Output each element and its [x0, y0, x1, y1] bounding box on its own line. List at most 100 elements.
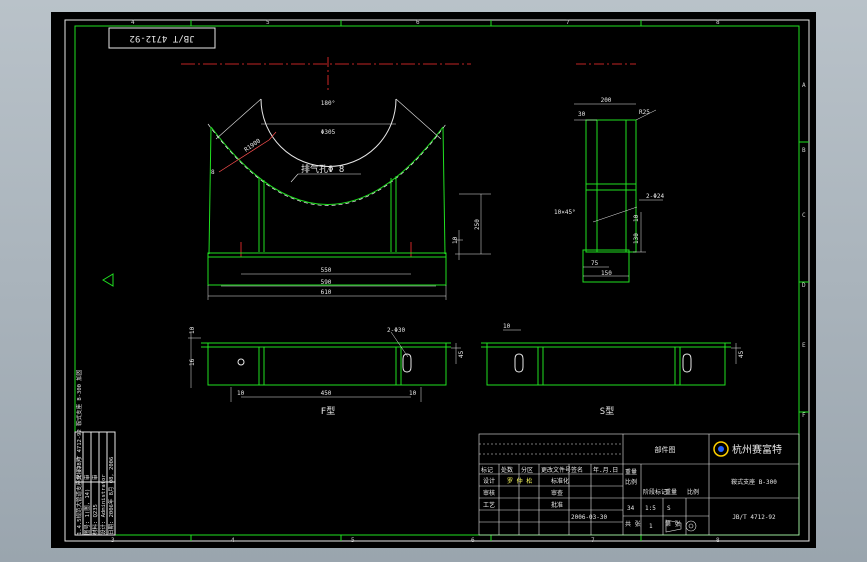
border-mark-right-5: E [802, 342, 806, 349]
side-dim-weld: 2-Φ24 [646, 193, 664, 200]
plan-f-dim-10: 10 [189, 326, 196, 334]
front-view [181, 57, 491, 300]
company-name: 杭州赛富特 [732, 443, 782, 456]
tb-check: 审核 [483, 489, 495, 497]
tb-weight: 34 [627, 505, 635, 512]
tb-header-2: 处数 [501, 466, 513, 474]
border-mark-top-2: 5 [266, 19, 270, 26]
border-mark-right-2: B [802, 147, 806, 154]
dim-width-2: 590 [321, 279, 332, 286]
border-mark-top-5: 8 [716, 19, 720, 26]
company-logo [713, 441, 729, 457]
tb-sheet-title: 部件图 [655, 445, 676, 454]
border-mark-bottom-6: 8 [716, 537, 720, 544]
cad-drawing: 4 5 6 7 8 A B C D E F 3 4 5 6 7 8 JB/T 4… [64, 19, 810, 544]
inner-border [74, 25, 800, 536]
left-stamp-3: 审 [91, 474, 99, 480]
plan-f-dim-10b: 10 [409, 390, 417, 397]
plan-view-s [481, 329, 741, 386]
left-note-3: 材料: Q235 [91, 504, 99, 535]
tb-stage-value: S [667, 505, 671, 512]
center-mark-icon [102, 273, 114, 287]
tb-stage-2: 重量 [665, 488, 677, 496]
tb-header-6: 年.月.日 [593, 466, 618, 474]
tb-header-3: 分区 [521, 466, 533, 474]
left-note-4: 设计: Administrator [99, 474, 107, 535]
border-mark-bottom-3: 5 [351, 537, 355, 544]
code-box [108, 27, 216, 49]
tb-weight-label: 重量 [625, 468, 637, 476]
tb-design-name: 罗 仲 松 [507, 477, 532, 485]
projection-symbol-icon [665, 519, 697, 533]
tb-stage-1: 阶段标记 [643, 488, 667, 496]
side-dim-b2: 150 [601, 270, 612, 277]
sheet-frame [64, 19, 810, 542]
side-dim-b1: 75 [591, 260, 599, 267]
tb-rev-label: 第 张 [665, 520, 681, 528]
dim-radius: R1900 [243, 137, 262, 153]
left-note-5: 日期: 2006年 8月 08, 2006 [107, 457, 115, 535]
tb-scale: 1:5 [645, 505, 656, 512]
tb-approve: 批准 [551, 501, 563, 509]
side-dim-left: 30 [578, 111, 586, 118]
side-dim-top: 200 [601, 97, 612, 104]
tb-std-check: 标准化 [551, 477, 569, 485]
border-mark-bottom-4: 6 [471, 537, 475, 544]
plan-f-dim-16: 16 [189, 358, 196, 366]
border-mark-top-4: 7 [566, 19, 570, 26]
dim-angle: 180° [321, 100, 335, 107]
tb-header-5: 签名 [571, 466, 583, 474]
side-dim-v2: 130 [633, 233, 640, 244]
tb-part-name: 鞍式支座 B-300 [731, 478, 777, 486]
border-mark-bottom-1: 3 [111, 537, 115, 544]
border-mark-bottom-2: 4 [231, 537, 235, 544]
drawing-canvas[interactable]: 4 5 6 7 8 A B C D E F 3 4 5 6 7 8 JB/T 4… [51, 12, 816, 548]
plan-f-dim-45: 45 [458, 350, 465, 358]
plan-f-dim-10a: 10 [237, 390, 245, 397]
dim-width-3: 610 [321, 289, 332, 296]
side-view [574, 63, 663, 283]
border-mark-top-3: 6 [416, 19, 420, 26]
side-dim-v1: 10 [633, 214, 640, 222]
tb-header-1: 标记 [481, 466, 493, 474]
title-block [478, 433, 800, 536]
tb-process: 工艺 [483, 501, 495, 509]
border-mark-right-1: A [802, 82, 806, 89]
left-stamp-2: 审 [83, 474, 91, 480]
left-notes-strip [74, 431, 116, 536]
tb-design-label: 设计 [483, 477, 495, 485]
tb-standard-no: JB/T 4712-92 [732, 514, 776, 521]
tb-audit: 审查 [551, 489, 563, 497]
tb-sheet-count: 1 [649, 523, 653, 530]
dim-inner-dia: Φ305 [321, 129, 336, 136]
dim-height: 250 [474, 219, 481, 230]
dim-thickness: 10 [452, 236, 459, 244]
plan-view-f [188, 331, 461, 402]
tb-header-4: 更改文件号 [541, 466, 571, 474]
side-dim-radius: R25 [639, 109, 650, 116]
tb-date: 2006-03-30 [571, 514, 608, 521]
border-mark-right-6: F [802, 412, 806, 419]
plan-f-label: F型 [321, 406, 335, 417]
plan-f-dim-450: 450 [321, 390, 332, 397]
border-mark-right-3: C [802, 212, 806, 219]
border-mark-bottom-5: 7 [591, 537, 595, 544]
border-mark-top-1: 4 [131, 19, 135, 26]
plan-f-dim-holes: 2-Φ30 [387, 327, 405, 334]
plan-s-label: S型 [600, 406, 614, 417]
left-note-2: 图号: 1(图, 14) [83, 489, 91, 535]
tb-stage-3: 比例 [687, 488, 699, 496]
tb-sheets-label: 共 张 [625, 520, 641, 528]
left-stamp-1: 文 件 号 [75, 456, 83, 480]
tb-scale-label: 比例 [625, 478, 637, 486]
side-dim-chamfer: 10×45° [554, 209, 576, 216]
vent-hole-label: 排气孔Φ 8 [301, 163, 344, 175]
dim-width-1: 550 [321, 267, 332, 274]
plan-s-dim-45: 45 [738, 350, 745, 358]
code-box-text: JB/T 4712-92 [129, 33, 194, 43]
plan-s-dim-10: 10 [503, 323, 511, 330]
border-ticks [190, 20, 809, 541]
border-mark-right-4: D [802, 282, 806, 289]
dim-small-left: 8 [211, 169, 215, 176]
left-note-1: 1.4.5规范大管道支座焊接JB/T 4712-92 鞍式支座 B-300 加固 [75, 369, 83, 535]
